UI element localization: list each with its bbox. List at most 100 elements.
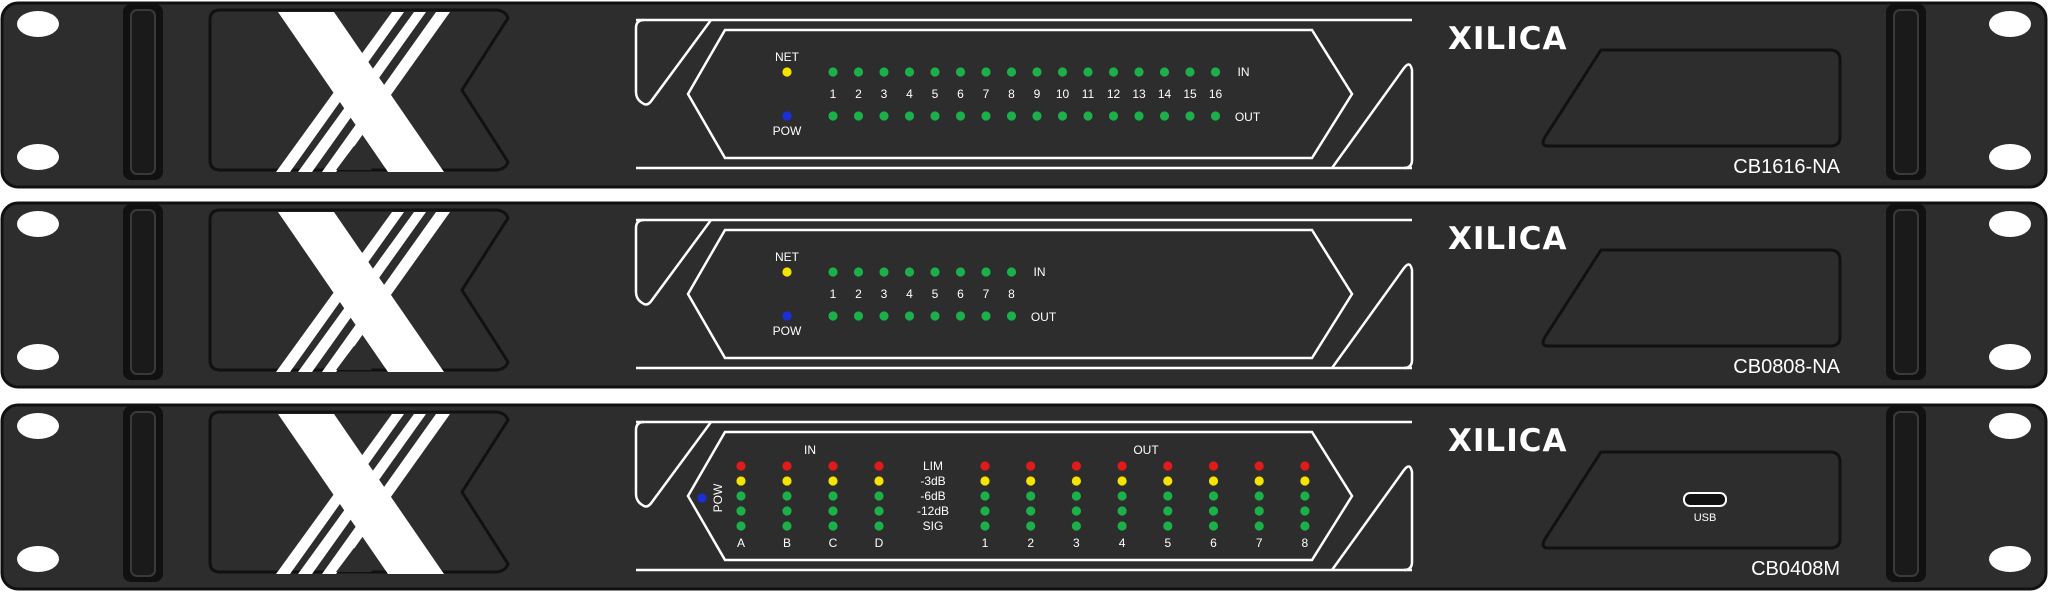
right-window — [1541, 248, 1842, 348]
x-logo-notch — [340, 214, 376, 234]
rack-mount-hole — [17, 144, 59, 170]
out-led-7 — [981, 111, 991, 121]
in-led-1 — [828, 67, 838, 77]
panel-left-bracket — [634, 18, 713, 106]
logo-frame — [208, 208, 510, 372]
x-logo-stroke — [322, 12, 450, 172]
x-logo-stroke — [298, 414, 426, 574]
meter-led — [828, 461, 838, 471]
chassis-graphic — [0, 1, 2048, 189]
meter-led — [1026, 461, 1036, 471]
meter-led — [782, 461, 792, 471]
led-array — [782, 67, 1221, 121]
meter-led — [1117, 461, 1127, 471]
rack-mount-hole — [17, 413, 59, 439]
meter-channel-label: 2 — [1027, 536, 1035, 550]
out-led-8 — [1006, 111, 1017, 121]
pow-led — [782, 111, 792, 121]
rack-mount-hole — [1989, 546, 2031, 572]
meter-led — [1254, 461, 1264, 471]
meter-led — [1300, 506, 1310, 516]
meter-led — [1071, 506, 1081, 516]
rack-mount-hole — [1989, 344, 2031, 370]
out-led-9 — [1032, 111, 1042, 121]
meter-led — [874, 506, 884, 516]
out-led-6 — [955, 111, 966, 121]
channel-number: 13 — [1132, 87, 1146, 101]
in-led-12 — [1108, 67, 1119, 77]
meter-led — [1026, 491, 1036, 501]
meter-led — [1071, 521, 1081, 531]
meter-led — [1163, 476, 1173, 486]
meter-led — [736, 461, 746, 471]
meter-led — [736, 506, 746, 516]
brand-logo: XILICA — [1448, 21, 1568, 57]
meter-led — [980, 506, 990, 516]
pow-label: POW — [772, 324, 802, 338]
out-led-13 — [1134, 111, 1144, 121]
rack-mount-hole — [17, 211, 59, 237]
meter-led — [1208, 461, 1219, 471]
net-label: NET — [775, 250, 799, 264]
meter-channel-label: 1 — [981, 536, 989, 550]
out-led-5 — [930, 311, 940, 321]
out-led-15 — [1185, 111, 1195, 121]
x-logo-stroke — [298, 212, 426, 372]
rack-mount-hole — [1989, 144, 2031, 170]
meter-led — [1300, 461, 1310, 471]
meter-led — [782, 506, 792, 516]
channel-number: 6 — [957, 87, 964, 101]
meter-led — [1163, 491, 1173, 501]
panel-right-bracket — [1330, 465, 1414, 572]
meter-led — [1026, 506, 1036, 516]
in-led-13 — [1134, 67, 1144, 77]
x-logo-notch — [336, 146, 372, 170]
channel-number: 12 — [1106, 87, 1121, 101]
out-label: OUT — [1234, 110, 1261, 124]
rack-mount-hole — [1989, 11, 2031, 37]
panel-octagon — [686, 28, 1354, 160]
out-label: OUT — [1133, 443, 1159, 457]
out-led-14 — [1159, 111, 1170, 121]
in-led-11 — [1083, 67, 1093, 77]
out-led-3 — [879, 311, 889, 321]
x-logo-notch — [336, 548, 372, 572]
meter-channel-label: 6 — [1210, 536, 1217, 550]
meter-led — [1071, 491, 1081, 501]
meter-led — [874, 521, 884, 531]
channel-number: 10 — [1055, 87, 1070, 101]
in-led-3 — [879, 67, 889, 77]
meter-led — [782, 476, 792, 486]
x-logo-stroke — [322, 414, 450, 574]
in-led-4 — [904, 267, 915, 277]
meter-led — [782, 521, 792, 531]
meter-led — [1163, 461, 1173, 471]
meter-led — [980, 476, 990, 486]
meter-led — [782, 491, 792, 501]
in-led-10 — [1057, 67, 1068, 77]
rack-mount-hole — [1989, 413, 2031, 439]
pow-label: POW — [772, 124, 802, 138]
rack-handle-grip — [1893, 9, 1919, 175]
meter-channel-label: A — [736, 536, 746, 550]
meter-channel-label: 8 — [1301, 536, 1309, 550]
in-led-6 — [955, 267, 966, 277]
channel-number: 14 — [1157, 87, 1172, 101]
logo-frame — [208, 410, 510, 574]
meter-level-label: -6dB — [920, 489, 946, 503]
meter-channel-label: 4 — [1118, 536, 1126, 550]
rack-handle-grip — [1893, 209, 1919, 375]
meter-led — [1071, 461, 1081, 471]
out-led-4 — [904, 111, 915, 121]
meter-led — [1117, 491, 1127, 501]
meter-led — [1208, 491, 1219, 501]
led-array — [782, 267, 1017, 321]
channel-number: 2 — [855, 287, 862, 301]
meter-led — [1208, 521, 1219, 531]
brand-logo: XILICA — [1448, 221, 1568, 257]
in-led-2 — [853, 67, 864, 77]
rack-handle-grip — [130, 411, 156, 577]
